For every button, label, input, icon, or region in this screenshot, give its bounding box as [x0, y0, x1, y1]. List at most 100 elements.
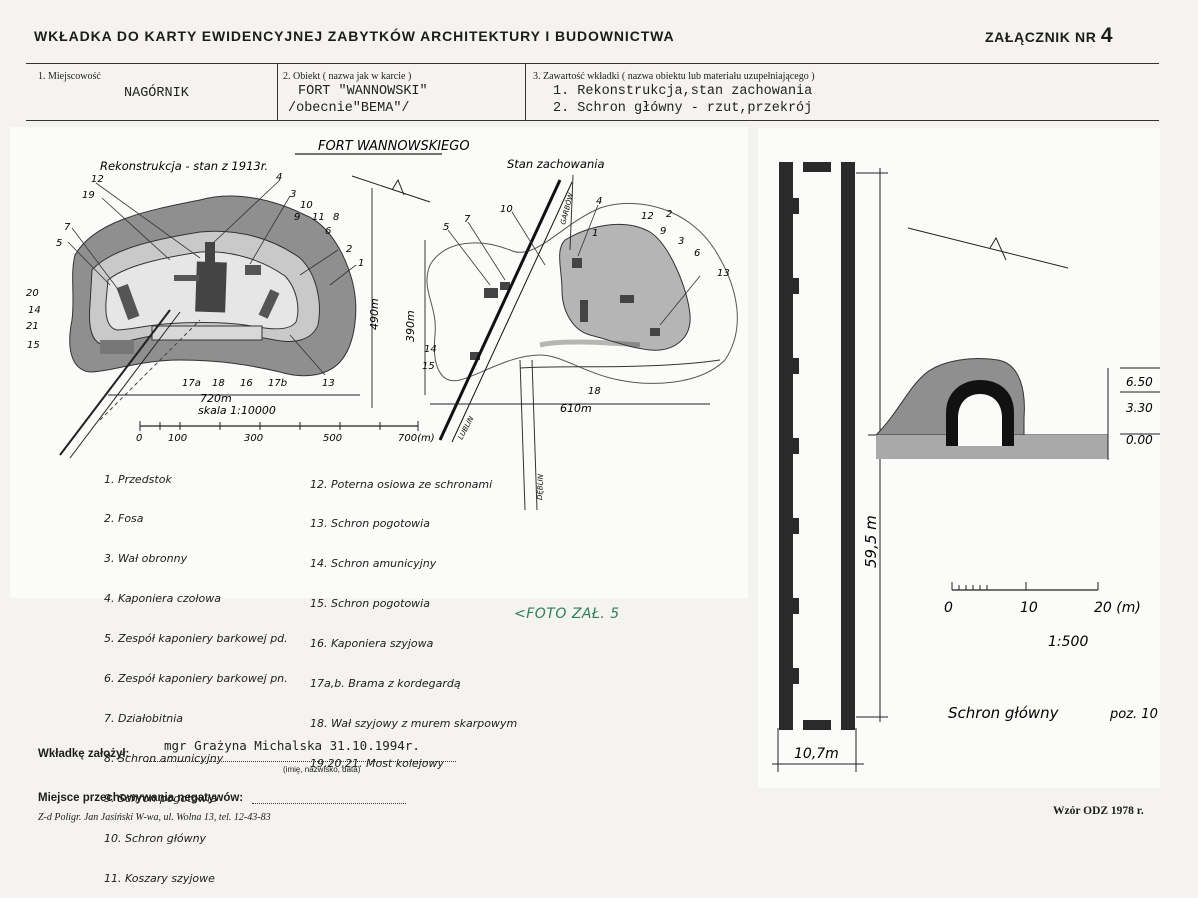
legend-column-2: 12. Poterna osiowa ze schronami 13. Schr… [310, 451, 517, 783]
svg-text:20: 20 [26, 288, 39, 299]
svg-text:21: 21 [26, 321, 39, 332]
svg-text:19: 19 [82, 190, 95, 201]
legend-item: 5. Zespół kaponiery barkowej pd. [104, 632, 288, 646]
shelter-scale-tick-20: 20 (m) [1094, 600, 1141, 616]
locality-value: NAGÓRNIK [124, 86, 189, 101]
fort-reconstruction-plan [59, 179, 357, 459]
shelter-caption: Schron główny [948, 704, 1060, 722]
svg-text:17b: 17b [268, 378, 287, 389]
svg-text:18: 18 [212, 378, 225, 389]
svg-text:18: 18 [588, 386, 601, 397]
svg-text:12: 12 [91, 174, 104, 185]
shelter-position: poz. 10 [1109, 707, 1158, 722]
svg-text:1: 1 [592, 228, 598, 239]
legend-column-1: 1. Przedstok 2. Fosa 3. Wał obronny 4. K… [104, 446, 288, 898]
contents-label: 3. Zawartość wkładki ( nazwa obiektu lub… [533, 71, 815, 82]
legend-item: 17a,b. Brama z kordegardą [310, 677, 461, 691]
scale-bar-ticks [139, 421, 419, 431]
scale-tick-500: 500 [323, 433, 342, 444]
svg-text:15: 15 [422, 361, 435, 372]
svg-text:12: 12 [641, 211, 654, 222]
svg-text:5: 5 [443, 222, 449, 233]
form-model: Wzór ODZ 1978 r. [1053, 805, 1144, 817]
attachment-number: 4 [1100, 24, 1114, 47]
dim-width: 10,7m [794, 746, 839, 762]
svg-text:8: 8 [333, 212, 339, 223]
svg-text:10: 10 [300, 200, 313, 211]
north-arrow-right [907, 227, 1069, 269]
legend-item: 15. Schron pogotowia [310, 597, 430, 611]
object-value-line1: FORT "WANNOWSKI" [298, 84, 428, 99]
legend-item: 10. Schron główny [104, 831, 207, 845]
svg-text:6: 6 [325, 226, 331, 237]
contents-value-line2: 2. Schron główny - rzut,przekrój [553, 101, 813, 116]
level-6-50: 6.50 [1126, 375, 1153, 389]
svg-text:9: 9 [660, 226, 666, 237]
dim-height-left: 490m [368, 298, 381, 330]
svg-text:7: 7 [64, 222, 71, 233]
field-divider-1 [277, 63, 278, 120]
shelter-scale-tick-10: 10 [1020, 600, 1038, 616]
plan-callouts-left: 12 19 7 5 20 14 21 15 4 3 10 9 11 8 6 2 … [26, 172, 364, 389]
shelter-scale-tick-0: 0 [944, 600, 953, 616]
dim-height-right: 390m [404, 310, 417, 342]
created-hint: (imię, nazwisko, data) [283, 765, 361, 774]
scale-tick-0: 0 [136, 433, 142, 444]
svg-text:9: 9 [294, 212, 300, 223]
shelter-plan [779, 162, 855, 730]
legend-item: 18. Wał szyjowy z murem skarpowym [310, 716, 518, 730]
locality-label: 1. Miejscowość [38, 71, 101, 82]
legend-item: 3. Wał obronny [104, 552, 188, 566]
rail-label-garbow: GARBÓW [558, 191, 575, 226]
printer-imprint: Z-d Poligr. Jan Jasiński W-wa, ul. Wolna… [38, 812, 271, 823]
svg-text:11: 11 [312, 212, 325, 223]
created-dotline [146, 760, 456, 762]
scale-tick-100: 100 [168, 433, 187, 444]
legend-item: 14. Schron amunicyjny [310, 557, 437, 571]
legend-item: 1. Przedstok [104, 472, 172, 486]
north-arrow-left [351, 175, 431, 203]
legend-item: 8. Schron amunicyjny [104, 751, 224, 765]
svg-text:5: 5 [56, 238, 62, 249]
attachment-label: ZAŁĄCZNIK NR 4 [985, 24, 1113, 48]
svg-text:13: 13 [322, 378, 335, 389]
legend-item: 7. Działobitnia [104, 711, 184, 725]
legend-item: 6. Zespół kaponiery barkowej pn. [104, 672, 288, 686]
dim-width-right: 610m [560, 402, 592, 415]
object-label: 2. Obiekt ( nazwa jak w karcie ) [283, 71, 412, 82]
object-value-line2: /obecnie"BEMA"/ [288, 101, 410, 116]
svg-text:14: 14 [28, 305, 41, 316]
plan-title: FORT WANNOWSKIEGO [318, 139, 470, 154]
plan-subtitle-right: Stan zachowania [507, 157, 605, 171]
svg-text:4: 4 [596, 196, 602, 207]
svg-text:7: 7 [464, 214, 471, 225]
shelter-scale-ticks [951, 582, 1099, 590]
attachment-label-text: ZAŁĄCZNIK NR [985, 29, 1097, 45]
svg-text:3: 3 [290, 189, 296, 200]
rail-label-lublin: LUBLIN [457, 414, 476, 441]
dim-width-left: 720m [200, 392, 232, 405]
foto-note: <FOTO ZAŁ. 5 [514, 606, 620, 622]
level-3-30: 3.30 [1126, 401, 1153, 415]
header-rule-bottom [26, 120, 1159, 121]
plan-callouts-right: 10 5 7 4 1 12 2 9 3 6 13 14 15 18 [422, 196, 730, 397]
fort-plan-drawing: FORT WANNOWSKIEGO Rekonstrukcja - stan z… [26, 139, 738, 511]
legend-item: 13. Schron pogotowia [310, 517, 430, 531]
form-title: WKŁADKA DO KARTY EWIDENCYJNEJ ZABYTKÓW A… [34, 28, 675, 44]
scale-tick-700: 700(m) [398, 433, 435, 444]
rail-label-deblin: DĘBLIN [536, 473, 545, 500]
legend-item: 11. Koszary szyjowe [104, 871, 215, 885]
svg-text:13: 13 [717, 268, 730, 279]
svg-text:4: 4 [276, 172, 282, 183]
svg-text:14: 14 [424, 344, 437, 355]
legend-item: 12. Poterna osiowa ze schronami [310, 477, 493, 491]
shelter-drawing: 59,5 m 10,7m 6.50 3.30 0.00 0 10 20 (m) … [772, 162, 1160, 772]
negatives-dotline [252, 802, 406, 804]
svg-text:6: 6 [694, 248, 700, 259]
svg-text:16: 16 [240, 378, 253, 389]
svg-text:2: 2 [666, 209, 672, 220]
level-0-00: 0.00 [1126, 433, 1153, 447]
legend-item: 2. Fosa [104, 512, 144, 526]
legend-item: 19,20,21. Most kolejowy [310, 756, 444, 770]
created-label: Wkładkę założył: [38, 748, 130, 760]
